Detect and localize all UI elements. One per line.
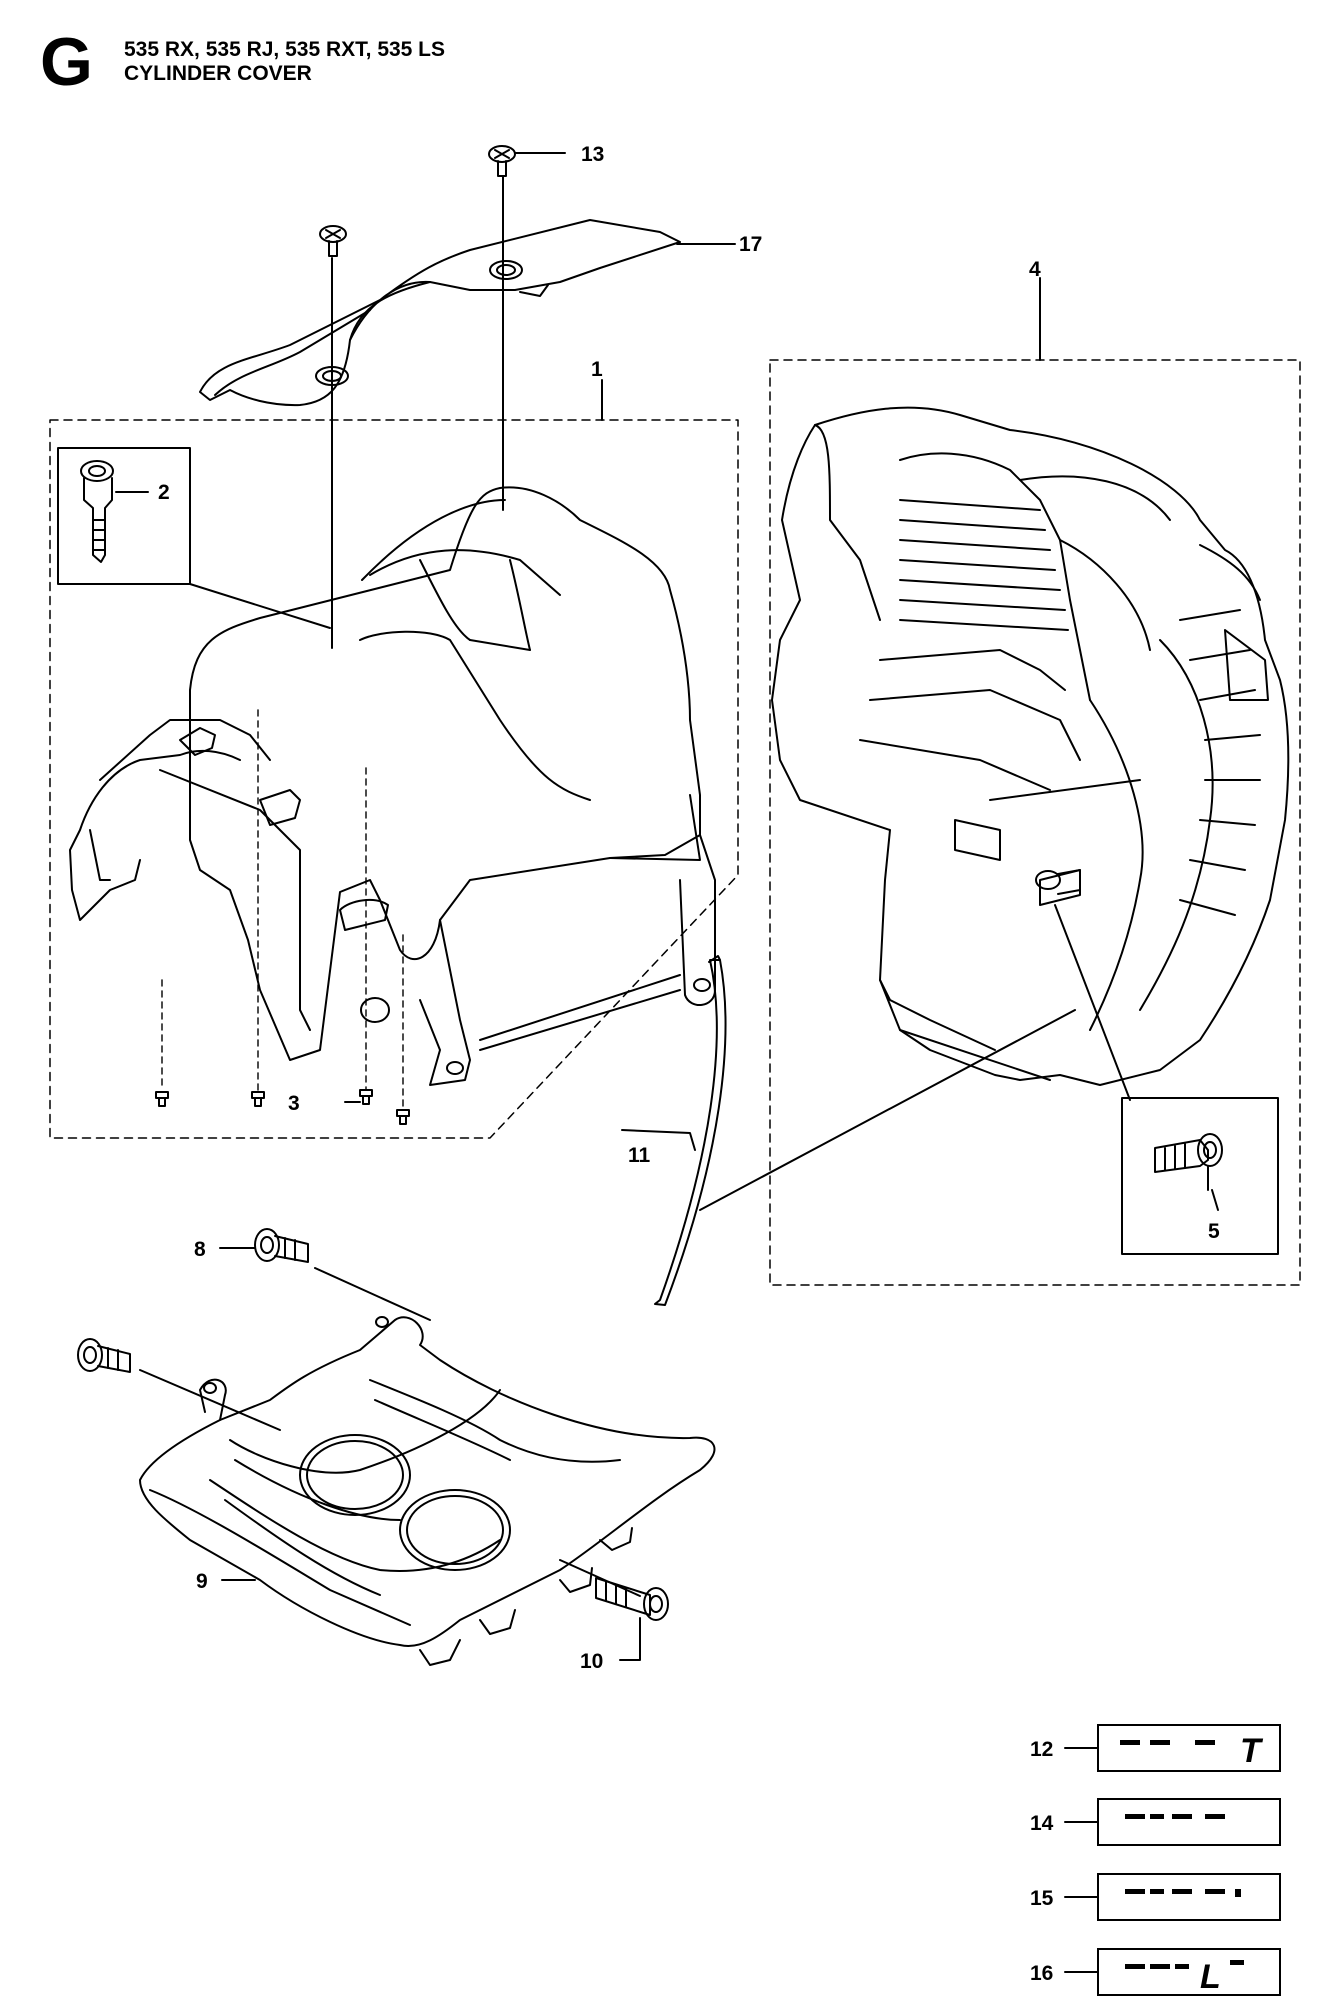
callout-8: 8 (194, 1238, 206, 1261)
callout-3: 3 (288, 1092, 300, 1115)
section-letter: G (40, 24, 93, 100)
page-title: CYLINDER COVER (124, 62, 312, 85)
decal-13 (1097, 1798, 1281, 1846)
callout-16: 13 (581, 143, 604, 166)
stud-in-housing (1035, 869, 1081, 895)
callout-13: 14 (1030, 1812, 1054, 1835)
top-shroud-part (199, 219, 681, 407)
screws-3-part (155, 709, 410, 1125)
part-5-inset (1121, 1097, 1279, 1255)
callout-11: 11 (628, 1144, 651, 1167)
decal-12-text: T (1240, 1732, 1264, 1770)
callout-12: 12 (1030, 1738, 1053, 1761)
cylinder-cover-part (69, 486, 716, 1086)
callout-4: 4 (1029, 258, 1041, 281)
decal-12: T (1097, 1724, 1281, 1772)
callout-14: 15 (1030, 1887, 1054, 1910)
bolts-8-part (77, 1228, 309, 1373)
part-2-inset (57, 447, 191, 585)
callout-9: 9 (196, 1570, 208, 1593)
callout-15: 16 (1030, 1962, 1053, 1985)
decal-15-text: L (1200, 1958, 1221, 1996)
fan-housing-part (771, 406, 1290, 1086)
decal-15: L (1097, 1948, 1281, 1996)
callout-2: 2 (158, 481, 170, 504)
decal-14 (1097, 1873, 1281, 1921)
callout-1: 1 (591, 358, 603, 381)
skid-plate-part (139, 1316, 716, 1666)
screw-16-part (488, 145, 516, 177)
rubber-strip-part (654, 955, 727, 1306)
model-list: 535 RX, 535 RJ, 535 RXT, 535 LS (124, 38, 446, 61)
screw-16b-part (319, 225, 347, 257)
callout-10: 10 (580, 1650, 603, 1673)
callout-5: 5 (1208, 1220, 1220, 1243)
bolt-10-part (595, 1577, 669, 1621)
callout-17: 17 (739, 233, 762, 256)
